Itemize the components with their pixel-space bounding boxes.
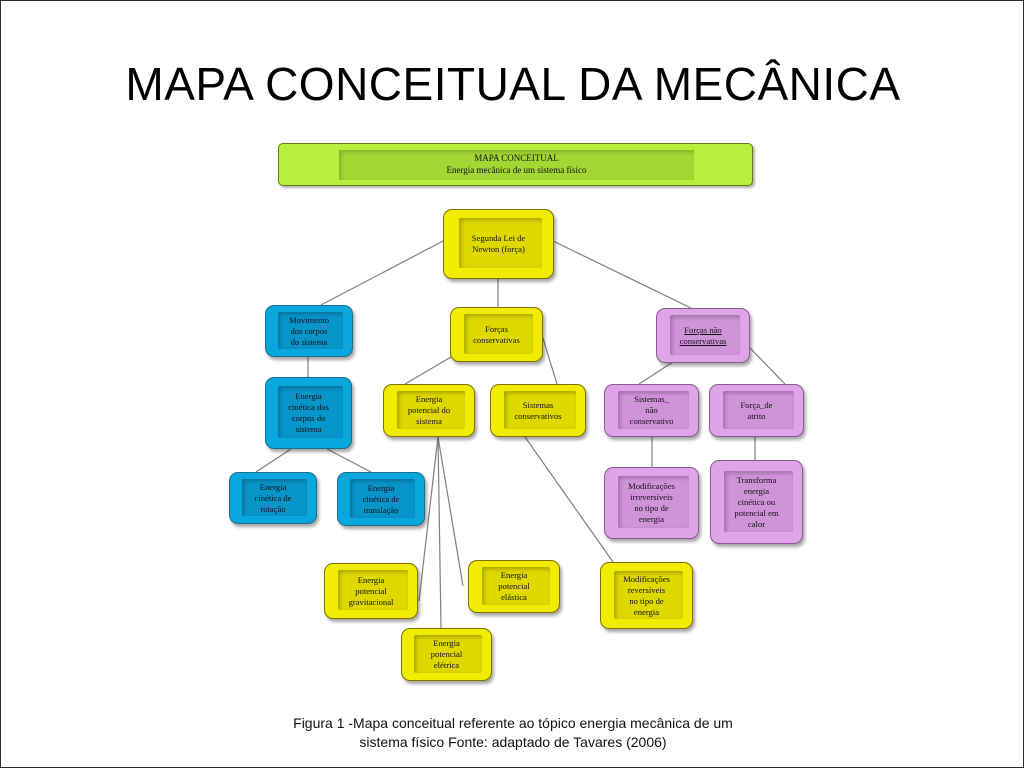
node-sistemas-conservativos: Sistemas conservativos [490,384,586,437]
node-label: Forças conservativas [473,323,520,345]
node-label: Energia cinética dos corpos do sistema [288,391,329,434]
node-label: Segunda Lei de Newton (força) [471,233,526,254]
link-cinetica-translacao [326,448,372,473]
node-label: Modificações reversíveis no tipo de ener… [623,573,670,617]
node-label: Modificações irreversíveis no tipo de en… [628,481,675,524]
node-forcas-nao-conservativas: Forças não conservativas [656,308,750,363]
node-forcas-conservativas: Forças conservativas [450,307,543,362]
link-naoconservativas-atrito [748,346,786,385]
node-potencial-elastica: Energia potencial elástica [468,560,560,613]
node-label: Transforma energia cinética ou potencial… [734,474,779,529]
link-conservativas-sistemas [541,334,558,385]
node-label: Forças não conservativas [679,324,727,346]
link-potencial-eletrica [437,436,442,629]
node-energia-potencial: Energia potencial do sistema [383,384,475,437]
node-label: Energia potencial gravitacional [348,574,394,607]
node-energia-cinetica: Energia cinética dos corpos do sistema [265,377,352,449]
node-label: Movimento dos corpos do sistema [288,314,330,347]
node-transforma-energia: Transforma energia cinética ou potencial… [710,460,803,544]
node-label: Energia potencial elástica [498,570,530,602]
node-label: Energia potencial elétrica [430,638,463,670]
header-subtitle: Energia mecânica de um sistema físico [446,165,587,175]
node-forca-atrito: Força_de atrito [709,384,804,437]
link-sistemas-reversiveis [524,436,614,563]
node-cinetica-rotacao: Energia cinética de rotação [229,472,317,524]
link-potencial-elastica [437,436,464,587]
link-naoconservativas-sistemas-nao [638,361,674,385]
link-cinetica-rotacao [255,448,292,473]
node-movimento: Movimento dos corpos do sistema [265,305,353,357]
figure-caption-line-2: sistema físico Fonte: adaptado de Tavare… [359,734,667,750]
node-label: Sistemas_ não conservativo [629,394,674,426]
node-label: Força_de atrito [740,399,773,421]
node-label: Energia cinética de translação [362,482,400,515]
link-newton-forcas-nao-conservativas [552,240,692,309]
node-segunda-lei-newton: Segunda Lei de Newton (força) [443,209,554,279]
node-label: Energia potencial do sistema [407,394,451,426]
header-title: MAPA CONCEITUAL [474,153,559,163]
node-cinetica-translacao: Energia cinética de translação [337,472,425,526]
figure-caption-line-1: Figura 1 -Mapa conceitual referente ao t… [293,715,733,731]
node-potencial-eletrica: Energia potencial elétrica [401,628,492,681]
slide-title: MAPA CONCEITUAL DA MECÂNICA [125,58,901,110]
node-potencial-gravitacional: Energia potencial gravitacional [324,563,418,619]
link-potencial-gravitacional [418,436,439,602]
link-newton-movimento [320,240,444,306]
node-label: Sistemas conservativos [514,399,562,421]
node-label: Energia cinética de rotação [254,481,292,514]
concept-map-header: MAPA CONCEITUAL Energia mecânica de um s… [278,143,753,186]
node-modificacoes-irreversiveis: Modificações irreversíveis no tipo de en… [604,467,699,539]
node-sistemas-nao-conservativo: Sistemas_ não conservativo [604,384,699,437]
node-modificacoes-reversiveis: Modificações reversíveis no tipo de ener… [600,562,693,629]
